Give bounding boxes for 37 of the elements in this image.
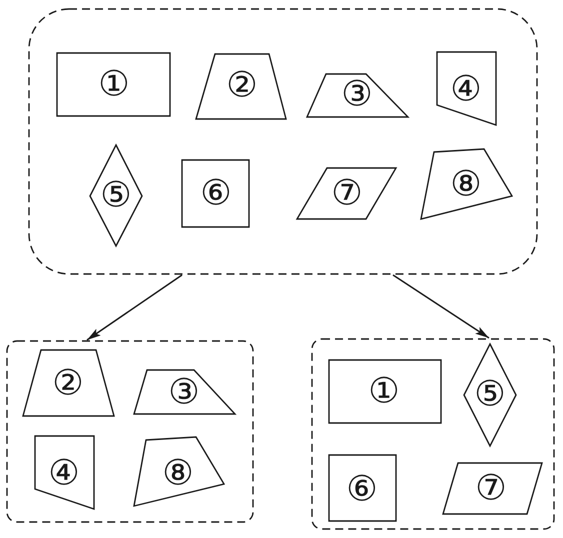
circled-number: ⑥ — [346, 472, 378, 508]
trapezoid-shape — [305, 72, 410, 119]
circled-number: ⑤ — [100, 178, 132, 214]
trapezoid-shape — [194, 52, 288, 121]
circled-number: ④ — [48, 456, 80, 492]
circled-number: ⑤ — [474, 378, 506, 412]
dashed-group-box — [6, 340, 254, 523]
circled-number: ④ — [450, 72, 482, 108]
arrow — [392, 274, 490, 339]
rectangle-shape — [55, 51, 172, 118]
arrow — [86, 274, 182, 341]
parallelogram-shape — [295, 166, 398, 221]
parallelogram-shape — [441, 461, 544, 516]
trapezoid-shape — [21, 348, 116, 418]
rhombus-shape — [88, 143, 144, 248]
pentagon-shape — [435, 50, 498, 127]
dashed-group-box — [311, 338, 555, 530]
circled-number: ③ — [341, 78, 373, 112]
dashed-group-box — [28, 8, 538, 275]
square-shape — [327, 453, 398, 523]
rectangle-shape — [327, 358, 443, 425]
circled-number: ⑧ — [162, 456, 194, 492]
square-shape — [180, 158, 251, 229]
quadrilateral-shape — [419, 147, 514, 221]
trapezoid-shape — [132, 368, 237, 416]
circled-number: ② — [52, 366, 84, 402]
quadrilateral-shape — [132, 435, 226, 508]
pentagon-shape — [33, 434, 96, 511]
circled-number: ③ — [168, 376, 200, 410]
circled-number: ⑧ — [450, 168, 482, 202]
circled-number: ① — [98, 68, 130, 102]
rhombus-shape — [462, 342, 518, 448]
circled-number: ⑥ — [200, 176, 232, 212]
circled-number: ① — [368, 374, 400, 410]
circled-number: ⑦ — [475, 472, 507, 506]
circled-number: ⑦ — [331, 176, 363, 212]
circled-number: ② — [226, 68, 258, 104]
